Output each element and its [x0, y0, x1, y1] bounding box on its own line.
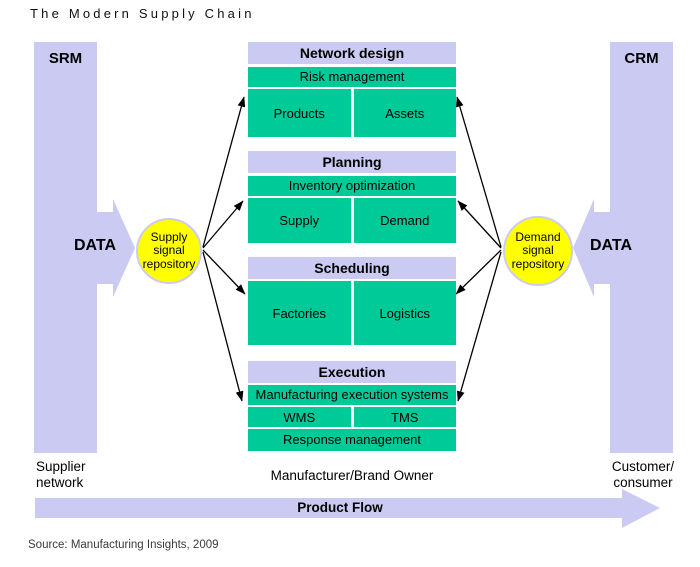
- manufacturer-brand-owner-label: Manufacturer/Brand Owner: [270, 468, 434, 483]
- demand-signal-repository: Demand signal repository: [503, 216, 573, 286]
- product-flow-arrow: [35, 489, 660, 528]
- assets-cell: Assets: [353, 89, 456, 137]
- planning-header: Planning: [248, 151, 456, 173]
- srm-column: SRM: [34, 42, 97, 453]
- crm-column: CRM: [610, 42, 673, 453]
- arrow-supply-to-scheduling: [202, 249, 246, 295]
- customer-consumer-line2: consumer: [613, 475, 673, 490]
- planning-box: Planning Inventory optimization Supply D…: [248, 151, 456, 243]
- inventory-optimization-band: Inventory optimization: [248, 176, 456, 196]
- wms-cell: WMS: [248, 407, 351, 427]
- arrow-supply-to-network-design: [202, 96, 246, 248]
- supply-repo-line1: Supply: [150, 229, 188, 244]
- scheduling-cells: Factories Logistics: [248, 281, 456, 345]
- arrow-demand-to-scheduling: [455, 249, 502, 295]
- execution-cells: WMS TMS: [248, 407, 456, 427]
- customer-consumer-line1: Customer/: [611, 459, 675, 474]
- crm-data-arrow: [573, 199, 610, 297]
- arrow-demand-to-planning: [457, 200, 502, 249]
- crm-label: CRM: [624, 50, 659, 67]
- scheduling-box: Scheduling Factories Logistics: [248, 257, 456, 345]
- supplier-network-label: Supplier network: [36, 459, 86, 491]
- planning-cells: Supply Demand: [248, 198, 456, 243]
- response-management-band: Response management: [248, 429, 456, 451]
- products-cell: Products: [248, 89, 351, 137]
- supplier-network-line1: Supplier: [36, 459, 86, 474]
- tms-cell: TMS: [353, 407, 456, 427]
- arrow-demand-to-execution: [456, 251, 502, 402]
- demand-repo-line3: repository: [511, 256, 565, 271]
- risk-management-band: Risk management: [248, 67, 456, 87]
- signal-arrows: [202, 96, 502, 402]
- factories-cell: Factories: [248, 281, 351, 345]
- network-design-cells: Products Assets: [248, 89, 456, 137]
- demand-repo-line2: signal: [522, 243, 554, 258]
- diagram-title: The Modern Supply Chain: [30, 6, 255, 21]
- supply-signal-repository: Supply signal repository: [136, 218, 202, 284]
- arrow-supply-to-planning: [202, 200, 244, 249]
- execution-box: Execution Manufacturing execution system…: [248, 361, 456, 451]
- supply-repo-line3: repository: [142, 256, 196, 271]
- product-flow-label: Product Flow: [297, 500, 383, 515]
- supply-repo-line2: signal: [153, 243, 185, 258]
- source-citation: Source: Manufacturing Insights, 2009: [28, 539, 219, 551]
- supplier-network-line2: network: [36, 475, 84, 490]
- network-design-box: Network design Risk management Products …: [248, 42, 456, 137]
- execution-header: Execution: [248, 361, 456, 383]
- scheduling-header: Scheduling: [248, 257, 456, 279]
- mes-band: Manufacturing execution systems: [248, 385, 456, 405]
- supply-cell: Supply: [248, 198, 351, 243]
- arrow-demand-to-network-design: [456, 96, 502, 248]
- logistics-cell: Logistics: [353, 281, 456, 345]
- demand-cell: Demand: [353, 198, 456, 243]
- arrow-supply-to-execution: [202, 251, 244, 402]
- customer-consumer-label: Customer/ consumer: [593, 459, 693, 491]
- crm-data-label: DATA: [589, 237, 633, 254]
- network-design-header: Network design: [248, 42, 456, 64]
- demand-repo-line1: Demand: [515, 229, 561, 244]
- srm-label: SRM: [48, 50, 83, 67]
- srm-data-label: DATA: [73, 237, 117, 254]
- srm-data-arrow: [97, 199, 135, 297]
